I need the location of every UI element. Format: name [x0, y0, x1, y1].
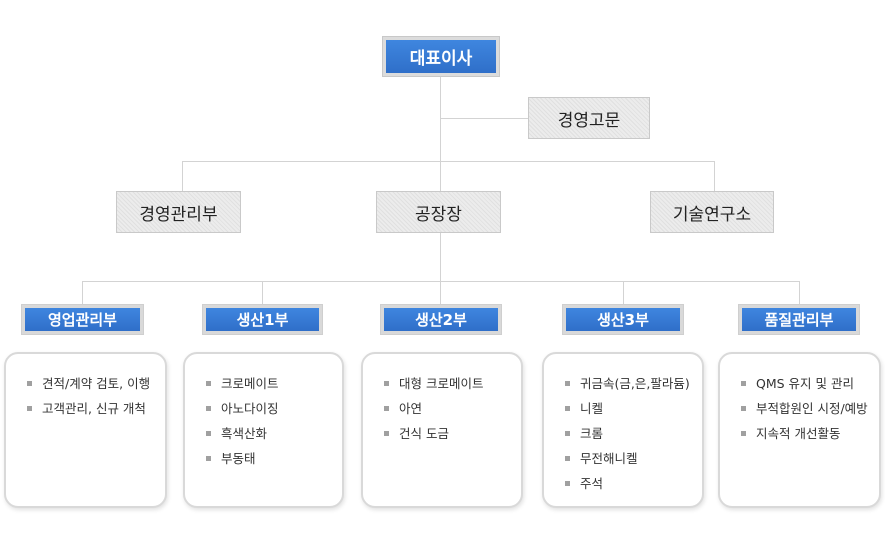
advisor-node: 경영고문 [528, 97, 650, 139]
duty-item: 귀금속(금,은,팔라듐) [564, 371, 702, 396]
duty-item: 크롬 [564, 421, 702, 446]
duty-item: 대형 크로메이트 [383, 371, 521, 396]
rnd-node: 기술연구소 [650, 191, 774, 233]
dept-sales-duties: 견적/계약 검토, 이행 고객관리, 신규 개척 [4, 352, 167, 508]
connector-line [262, 281, 263, 305]
connector-line [82, 281, 800, 282]
connector-line [714, 161, 715, 191]
connector-line [799, 281, 800, 305]
duty-item: 무전해니켈 [564, 446, 702, 471]
connector-line [82, 281, 83, 305]
connector-line [440, 232, 441, 305]
dept-prod2-header: 생산2부 [381, 305, 501, 334]
dept-prod3-duties: 귀금속(금,은,팔라듐) 니켈 크롬 무전해니켈 주석 [542, 352, 704, 508]
dept-qa-header: 품질관리부 [739, 305, 859, 334]
duty-item: 아연 [383, 396, 521, 421]
duty-item: 부동태 [205, 446, 342, 471]
duty-item: 부적합원인 시정/예방 [740, 396, 879, 421]
ceo-node: 대표이사 [383, 37, 499, 76]
duty-item: 지속적 개선활동 [740, 421, 879, 446]
duty-item: 니켈 [564, 396, 702, 421]
dept-sales-header: 영업관리부 [22, 305, 143, 334]
mgmt-node: 경영관리부 [116, 191, 241, 233]
connector-line [440, 76, 441, 191]
dept-prod1-header: 생산1부 [203, 305, 322, 334]
connector-line [440, 118, 528, 119]
duty-item: 흑색산화 [205, 421, 342, 446]
connector-line [182, 161, 715, 162]
duty-item: 크로메이트 [205, 371, 342, 396]
dept-prod2-duties: 대형 크로메이트 아연 건식 도금 [361, 352, 523, 508]
duty-item: 견적/계약 검토, 이행 [26, 371, 165, 396]
duty-item: 건식 도금 [383, 421, 521, 446]
dept-qa-duties: QMS 유지 및 관리 부적합원인 시정/예방 지속적 개선활동 [718, 352, 881, 508]
dept-prod1-duties: 크로메이트 아노다이징 흑색산화 부동태 [183, 352, 344, 508]
factory-node: 공장장 [376, 191, 501, 233]
dept-prod3-header: 생산3부 [563, 305, 683, 334]
connector-line [182, 161, 183, 191]
duty-item: QMS 유지 및 관리 [740, 371, 879, 396]
duty-item: 고객관리, 신규 개척 [26, 396, 165, 421]
duty-item: 주석 [564, 471, 702, 496]
duty-item: 아노다이징 [205, 396, 342, 421]
connector-line [623, 281, 624, 305]
